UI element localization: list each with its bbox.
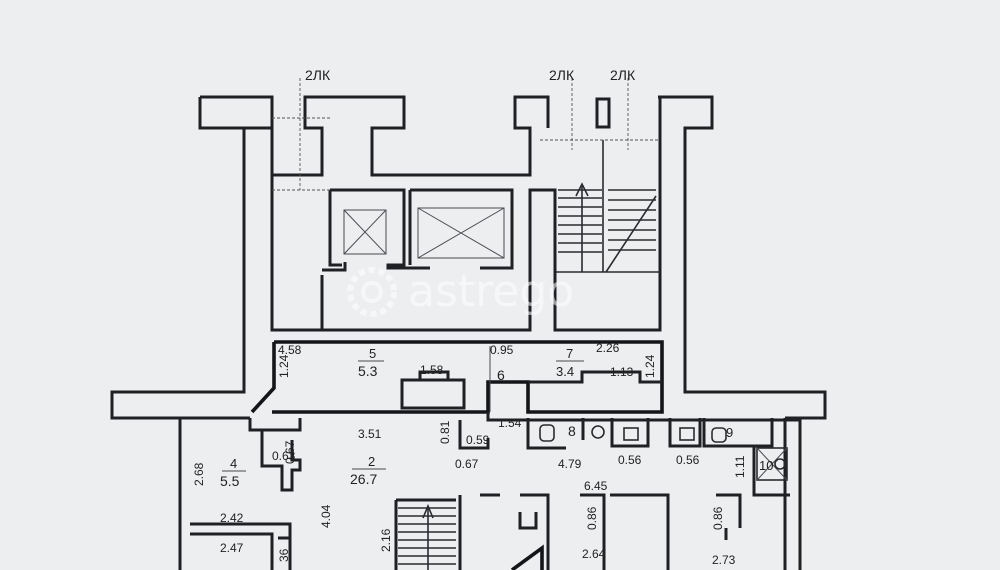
- dim-124-left: 1.24: [277, 354, 291, 378]
- dim-154: 1.54: [498, 416, 522, 430]
- room-10-number: 10: [759, 458, 773, 473]
- dim-086-left: 0.86: [585, 506, 599, 530]
- dim-479: 4.79: [558, 457, 582, 471]
- dim-242: 2.42: [220, 511, 244, 525]
- dim-067-vertical: 0.67: [283, 440, 297, 464]
- dim-056-right: 0.56: [676, 453, 700, 467]
- room-5-number: 5: [369, 346, 376, 361]
- room-8-number: 8: [568, 423, 576, 439]
- room-4-area: 5.5: [220, 473, 240, 489]
- apartment-walls: [178, 412, 802, 570]
- room-labels: 5 5.3 6 7 3.4 8 9 4 5.5 2 26.7 10: [220, 346, 773, 489]
- mark-2lk-right: 2ЛК: [610, 67, 636, 83]
- dimension-labels: 4.58 1.24 1.58 0.95 2.26 1.24 1.13 1.54 …: [192, 341, 747, 567]
- outer-walls: [110, 95, 827, 420]
- dim-081: 0.81: [438, 420, 452, 444]
- dim-158: 1.58: [420, 363, 444, 377]
- dim-404: 4.04: [319, 504, 333, 528]
- room-2-area: 26.7: [350, 471, 377, 487]
- dim-226: 2.26: [596, 341, 620, 355]
- dim-111: 1.11: [733, 455, 747, 478]
- dim-247: 2.47: [220, 541, 244, 555]
- upper-staircase: [556, 140, 660, 273]
- dim-067-lower: 0.67: [455, 457, 479, 471]
- dim-113: 1.13: [610, 365, 634, 379]
- mark-2lk-left: 2ЛК: [305, 67, 331, 83]
- dim-124-right: 1.24: [643, 354, 657, 378]
- corridor-band: [250, 340, 664, 414]
- header-marks: 2ЛК 2ЛК 2ЛК: [305, 67, 636, 83]
- lower-staircase: [394, 498, 544, 570]
- dim-063: 0.63: [272, 449, 296, 463]
- dim-458: 4.58: [278, 343, 302, 357]
- watermark: astrego: [347, 266, 574, 317]
- dim-086-right: 0.86: [711, 506, 725, 530]
- dim-36: 36: [277, 548, 291, 562]
- dim-273: 2.73: [712, 553, 736, 567]
- room-4-number: 4: [230, 456, 237, 471]
- room-5-area: 5.3: [358, 363, 378, 379]
- watermark-text: astrego: [408, 266, 574, 317]
- room-9-number: 9: [726, 425, 733, 440]
- lift-shafts: [320, 188, 514, 330]
- dim-056-left: 0.56: [618, 453, 642, 467]
- dim-645: 6.45: [584, 479, 608, 493]
- vent-dashes: [272, 78, 660, 191]
- mark-2lk-mid: 2ЛК: [549, 67, 575, 83]
- dim-059: 0.59: [466, 433, 490, 447]
- room-7-number: 7: [566, 346, 573, 361]
- dim-264: 2.64: [582, 547, 606, 561]
- room-6-number: 6: [497, 367, 505, 383]
- room-2-number: 2: [368, 454, 375, 469]
- room-7-area: 3.4: [556, 364, 574, 379]
- dim-351: 3.51: [358, 427, 382, 441]
- dim-268: 2.68: [192, 462, 206, 486]
- dim-095: 0.95: [490, 343, 514, 357]
- dim-216: 2.16: [379, 528, 393, 552]
